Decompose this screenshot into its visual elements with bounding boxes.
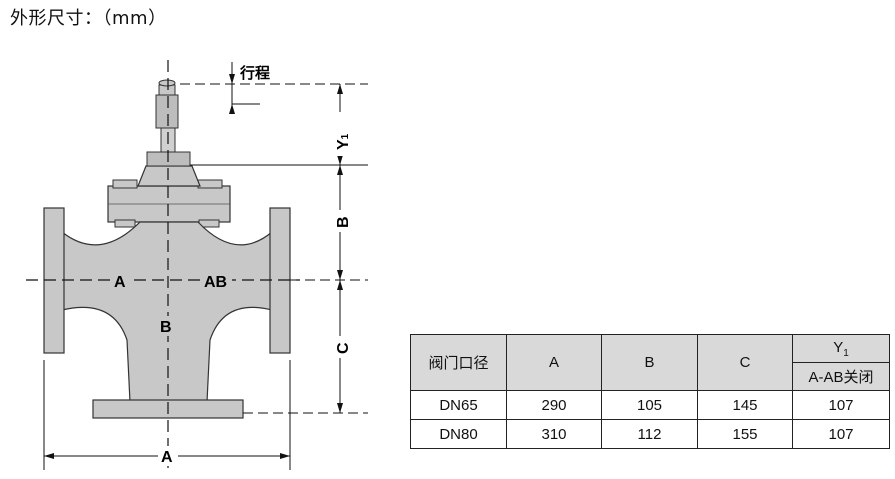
table-row: DN65 290 105 145 107 (410, 390, 890, 420)
valve-body (61, 221, 273, 403)
dim-c-label: C (335, 342, 352, 354)
header-y1-note: A-AB关闭 (792, 362, 890, 391)
header-b: B (601, 334, 698, 391)
stem-connector (155, 94, 179, 129)
port-ab-label: AB (204, 274, 227, 291)
bonnet (137, 165, 201, 187)
port-a-label: A (114, 274, 126, 291)
port-b-label: B (160, 319, 172, 336)
cell-b: 105 (601, 390, 698, 420)
table-row: DN80 310 112 155 107 (410, 419, 890, 449)
cell-a: 310 (506, 419, 602, 449)
dim-a-label: A (161, 449, 173, 466)
cell-c: 145 (697, 390, 793, 420)
cell-b: 112 (601, 419, 698, 449)
valve-dimension-drawing: A AB B 行程 Y1 B C A (26, 60, 368, 470)
dim-b-label: B (335, 216, 352, 228)
page-title: 外形尺寸：（mm） (10, 8, 167, 29)
dim-y1-label: Y1 (335, 133, 352, 150)
cell-y1: 107 (792, 390, 890, 420)
dimension-table: 阀门口径 A B C Y1 A-AB关闭 DN65 290 105 145 10… (410, 334, 890, 449)
cell-y1: 107 (792, 419, 890, 449)
header-y1: Y1 (792, 334, 890, 363)
header-c: C (697, 334, 793, 391)
cell-valve: DN80 (410, 419, 507, 449)
cell-valve: DN65 (410, 390, 507, 420)
header-valve: 阀门口径 (410, 334, 507, 391)
cell-a: 290 (506, 390, 602, 420)
header-a: A (506, 334, 602, 391)
cell-c: 155 (697, 419, 793, 449)
stroke-label: 行程 (239, 64, 270, 82)
